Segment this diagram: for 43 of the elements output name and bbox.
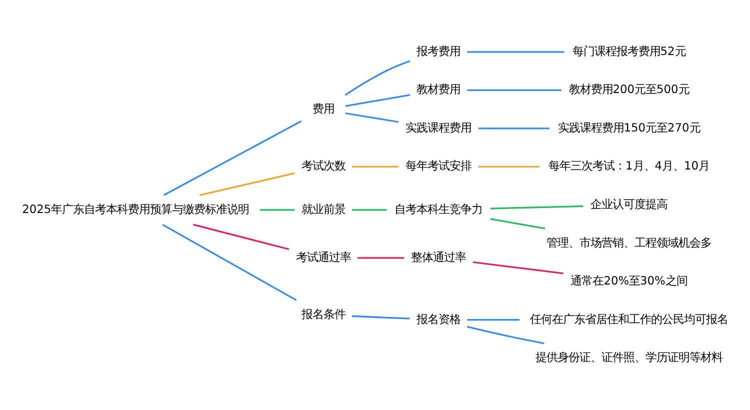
node-text: 每年考试安排: [406, 158, 472, 173]
node-text: 管理、市场营销、工程领域机会多: [546, 235, 712, 250]
connector: [472, 261, 564, 274]
connector: [352, 209, 387, 211]
connector: [467, 51, 564, 53]
node-text: 企业认可度提高: [590, 197, 668, 212]
node-text: 提供身份证、证件照、学历证明等材料: [536, 350, 723, 364]
connector: [466, 326, 544, 344]
connector: [352, 315, 410, 320]
connector: [199, 172, 295, 196]
connector: [345, 94, 410, 107]
connector: [352, 166, 398, 168]
connector: [193, 224, 290, 250]
connector: [467, 319, 520, 321]
connector: [478, 166, 540, 168]
node-text: 实践课程费用: [406, 120, 472, 134]
node-text: 教材费用: [416, 82, 461, 96]
node-text: 报名资格: [416, 312, 461, 326]
node-text: 自考本科生竞争力: [394, 202, 483, 216]
connector: [260, 209, 295, 211]
connector: [344, 60, 410, 96]
node-text: 考试通过率: [296, 250, 351, 264]
connector: [358, 257, 404, 259]
node-text: 每年三次考试：1月、4月、10月: [548, 158, 710, 173]
node-text: 任何在广东省居住和工作的公民均可报名: [530, 312, 728, 326]
node-text: 报名条件: [301, 306, 346, 321]
connector: [345, 112, 399, 123]
node-text: 教材费用200元至500元: [568, 82, 690, 96]
node-text: 报考费用: [416, 44, 461, 58]
connector: [490, 218, 546, 230]
node-text: 每门课程报考费用52元: [572, 44, 686, 58]
connector: [467, 89, 562, 91]
node-text: 整体通过率: [411, 250, 466, 264]
connector: [162, 224, 297, 301]
node-text: 就业前景: [301, 202, 346, 216]
node-text: 费用: [312, 102, 334, 116]
node-text: 考试次数: [301, 158, 346, 173]
node-text: 2025年广东自考本科费用预算与缴费标准说明: [22, 202, 250, 216]
connector: [490, 205, 584, 210]
connector: [163, 120, 302, 196]
node-text: 通常在20%至30%之间: [570, 274, 688, 288]
connector: [478, 128, 550, 130]
node-text: 实践课程费用150元至270元: [558, 120, 700, 134]
